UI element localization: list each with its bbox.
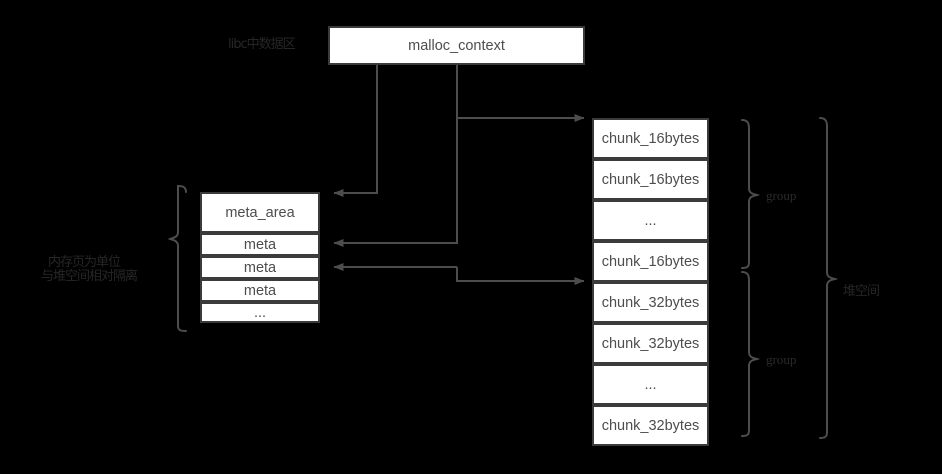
chunk-box-7-ellipsis[interactable]: ... xyxy=(592,364,709,405)
chunk-box-4[interactable]: chunk_16bytes xyxy=(592,241,709,282)
chunk-box-5[interactable]: chunk_32bytes xyxy=(592,282,709,323)
group-label-top: group xyxy=(766,188,797,203)
malloc-context-box[interactable]: malloc_context xyxy=(328,26,585,65)
meta-area-box[interactable]: meta_area xyxy=(200,192,320,233)
chunk-box-3-ellipsis[interactable]: ... xyxy=(592,200,709,241)
wire-context-to-chunk16 xyxy=(456,65,585,122)
brace-group-top xyxy=(741,119,761,269)
chunk-box-2[interactable]: chunk_16bytes xyxy=(592,159,709,200)
meta-box-3[interactable]: meta xyxy=(200,279,320,302)
libc-data-area-label: libc中数据区 xyxy=(228,37,296,52)
brace-heap xyxy=(819,117,839,439)
wire-meta-link-1 xyxy=(333,118,458,247)
memory-page-note-line2: 与堆空间相对隔离 xyxy=(41,269,138,284)
meta-box-ellipsis[interactable]: ... xyxy=(200,302,320,323)
chunk-box-8[interactable]: chunk_32bytes xyxy=(592,405,709,446)
group-label-bottom: group xyxy=(766,352,797,367)
meta-box-2[interactable]: meta xyxy=(200,256,320,279)
chunk-box-1[interactable]: chunk_16bytes xyxy=(592,118,709,159)
meta-box-1[interactable]: meta xyxy=(200,233,320,256)
wire-context-to-chunk32 xyxy=(456,267,585,285)
memory-page-note-line1: 内存页为单位 xyxy=(48,255,121,270)
wire-context-to-meta-area xyxy=(333,65,378,197)
brace-group-bottom xyxy=(741,271,761,437)
chunk-box-6[interactable]: chunk_32bytes xyxy=(592,323,709,364)
heap-space-label: 堆空间 xyxy=(843,284,880,299)
brace-meta-area xyxy=(167,184,187,332)
